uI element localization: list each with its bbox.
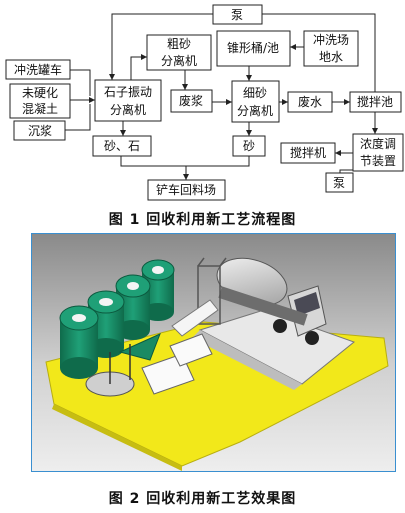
node-mixing-pool-label: 搅拌池 [357, 94, 393, 109]
node-pump-top: 泵 [212, 4, 263, 25]
node-mixer-label: 搅拌机 [290, 145, 326, 160]
node-sand-stone: 砂、石 [92, 135, 152, 157]
node-pump-bottom-label: 泵 [333, 176, 345, 190]
node-fine-label-1: 细砂 [243, 86, 267, 100]
truck-wheel [305, 331, 319, 345]
truck-chassis [218, 286, 308, 326]
node-fine-separator: 细砂 分离机 [231, 80, 280, 123]
chute [171, 299, 219, 337]
pump-to-stone-separator-arrow [109, 13, 213, 80]
tank [59, 305, 99, 379]
figure1-caption: 图 1 回收利用新工艺流程图 [108, 212, 297, 228]
separator-post [219, 257, 227, 267]
node-stone-label-2: 分离机 [110, 102, 146, 117]
node-unhardened-label-2: 混凝土 [22, 101, 58, 116]
node-wash-truck-label: 冲洗罐车 [14, 62, 62, 77]
node-sediment-label: 沉浆 [28, 123, 52, 138]
separator-post [197, 257, 205, 267]
truck-wheel [273, 319, 287, 333]
node-sediment: 沉浆 [13, 120, 66, 141]
process-flowchart: 泵 冲洗罐车 未硬化 混凝土 沉浆 粗砂 分离机 石子振动 分离机 锥形桶/池 … [5, 4, 404, 201]
node-concentration-label-1: 浓度调 [360, 136, 396, 151]
wash-truck-line [70, 69, 91, 96]
node-coarse-separator: 粗砂 分离机 [146, 34, 212, 71]
node-sandstone-label: 砂、石 [104, 139, 140, 153]
node-sand-label: 砂 [243, 139, 255, 153]
node-coarse-label-2: 分离机 [161, 53, 197, 68]
sedimentation-box [169, 333, 213, 367]
flow-connectors [65, 13, 378, 180]
node-ground-label-1: 冲洗场 [313, 32, 349, 47]
node-concentration-device: 浓度调 节装置 [352, 133, 404, 172]
node-unhardened-label-1: 未硬化 [22, 86, 58, 100]
node-cone-tank: 锥形桶/池 [216, 30, 291, 67]
node-unhardened-concrete: 未硬化 混凝土 [9, 83, 71, 119]
node-fine-label-2: 分离机 [237, 103, 273, 118]
node-pump-top-label: 泵 [231, 8, 243, 22]
node-sand: 砂 [232, 135, 266, 157]
node-waste-water: 废水 [287, 91, 333, 113]
node-mixer: 搅拌机 [280, 142, 336, 164]
node-slurry-label: 废浆 [179, 93, 203, 108]
node-loader-yard: 铲车回料场 [147, 179, 226, 201]
mixing-pool-to-pump-line [262, 13, 376, 92]
concentration-to-pump-line [339, 169, 353, 173]
sandstone-to-yard-line [120, 156, 250, 167]
figure2-scene [32, 234, 395, 471]
separator-frame [197, 265, 221, 325]
figure2-caption: 图 2 回收利用新工艺效果图 [108, 491, 297, 507]
truck-windshield [294, 292, 320, 316]
node-stone-label-1: 石子振动 [104, 85, 152, 99]
sediment-line [65, 104, 91, 131]
ramp-side [192, 330, 302, 390]
node-wash-ground-water: 冲洗场 地水 [303, 30, 359, 67]
platform-edge [52, 404, 182, 471]
node-coarse-label-1: 粗砂 [167, 37, 191, 51]
node-stone-separator: 石子振动 分离机 [94, 79, 162, 122]
node-waste-slurry: 废浆 [170, 89, 213, 113]
node-mixing-pool: 搅拌池 [349, 91, 402, 113]
node-loader-yard-label: 铲车回料场 [156, 182, 216, 197]
figure2-render [31, 233, 396, 472]
node-ground-label-2: 地水 [319, 50, 343, 64]
node-cone-label: 锥形桶/池 [227, 40, 279, 55]
node-pump-bottom: 泵 [325, 172, 354, 193]
node-wash-truck: 冲洗罐车 [5, 59, 71, 80]
node-concentration-label-2: 节装置 [360, 154, 396, 168]
node-wastewater-label: 废水 [298, 94, 322, 109]
stone-to-coarse-arrow [130, 54, 147, 80]
